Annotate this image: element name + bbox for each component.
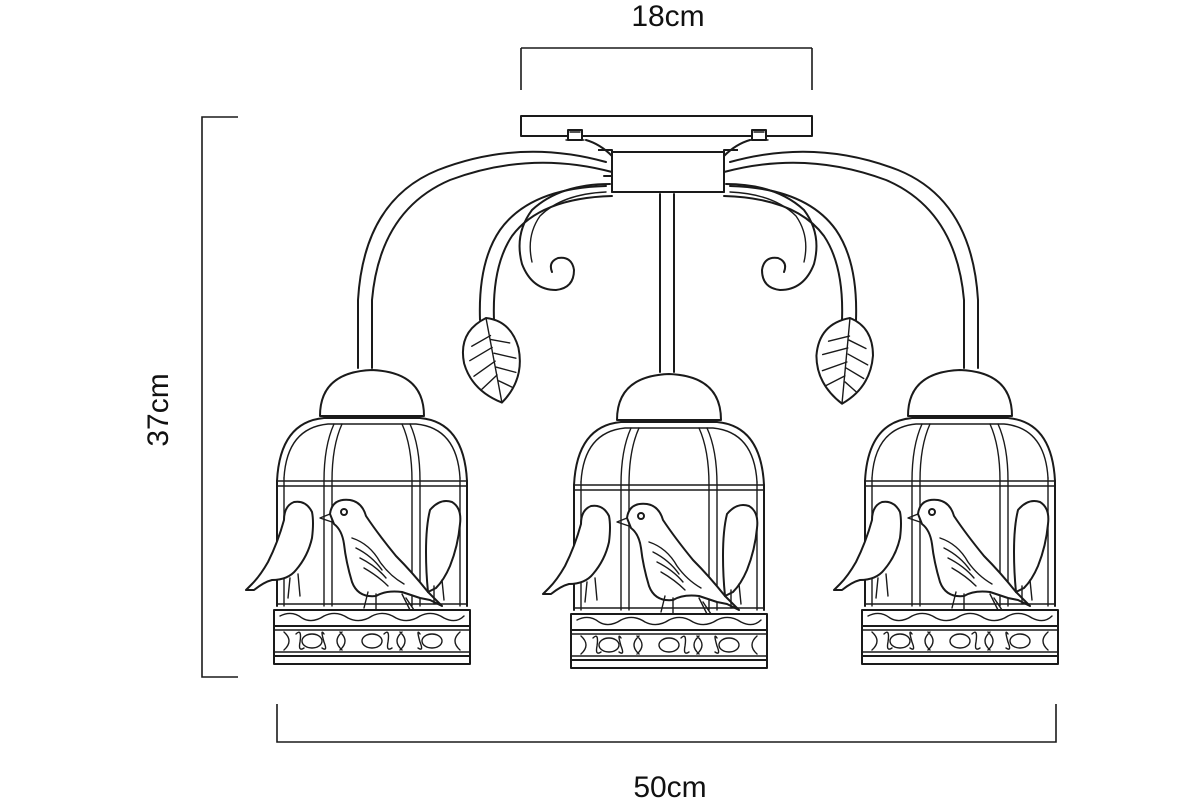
right-birdcage-shade: [833, 369, 1059, 665]
height-label: 37cm: [142, 373, 175, 446]
left-birdcage-shade: [245, 369, 471, 665]
total-width-label: 50cm: [633, 771, 706, 800]
dimension-left: [201, 116, 238, 678]
dimension-top: [520, 47, 813, 90]
center-birdcage-shade: [542, 373, 768, 669]
left-arm: [357, 150, 613, 369]
center-stem: [659, 193, 675, 373]
left-curl: [478, 183, 613, 321]
right-curl: [723, 183, 858, 321]
right-arm: [723, 150, 979, 369]
dimension-bottom: [276, 704, 1057, 743]
left-leaf: [457, 313, 527, 409]
ceiling-canopy: [520, 115, 813, 193]
canopy-width-label: 18cm: [631, 0, 704, 33]
right-leaf: [809, 313, 879, 409]
